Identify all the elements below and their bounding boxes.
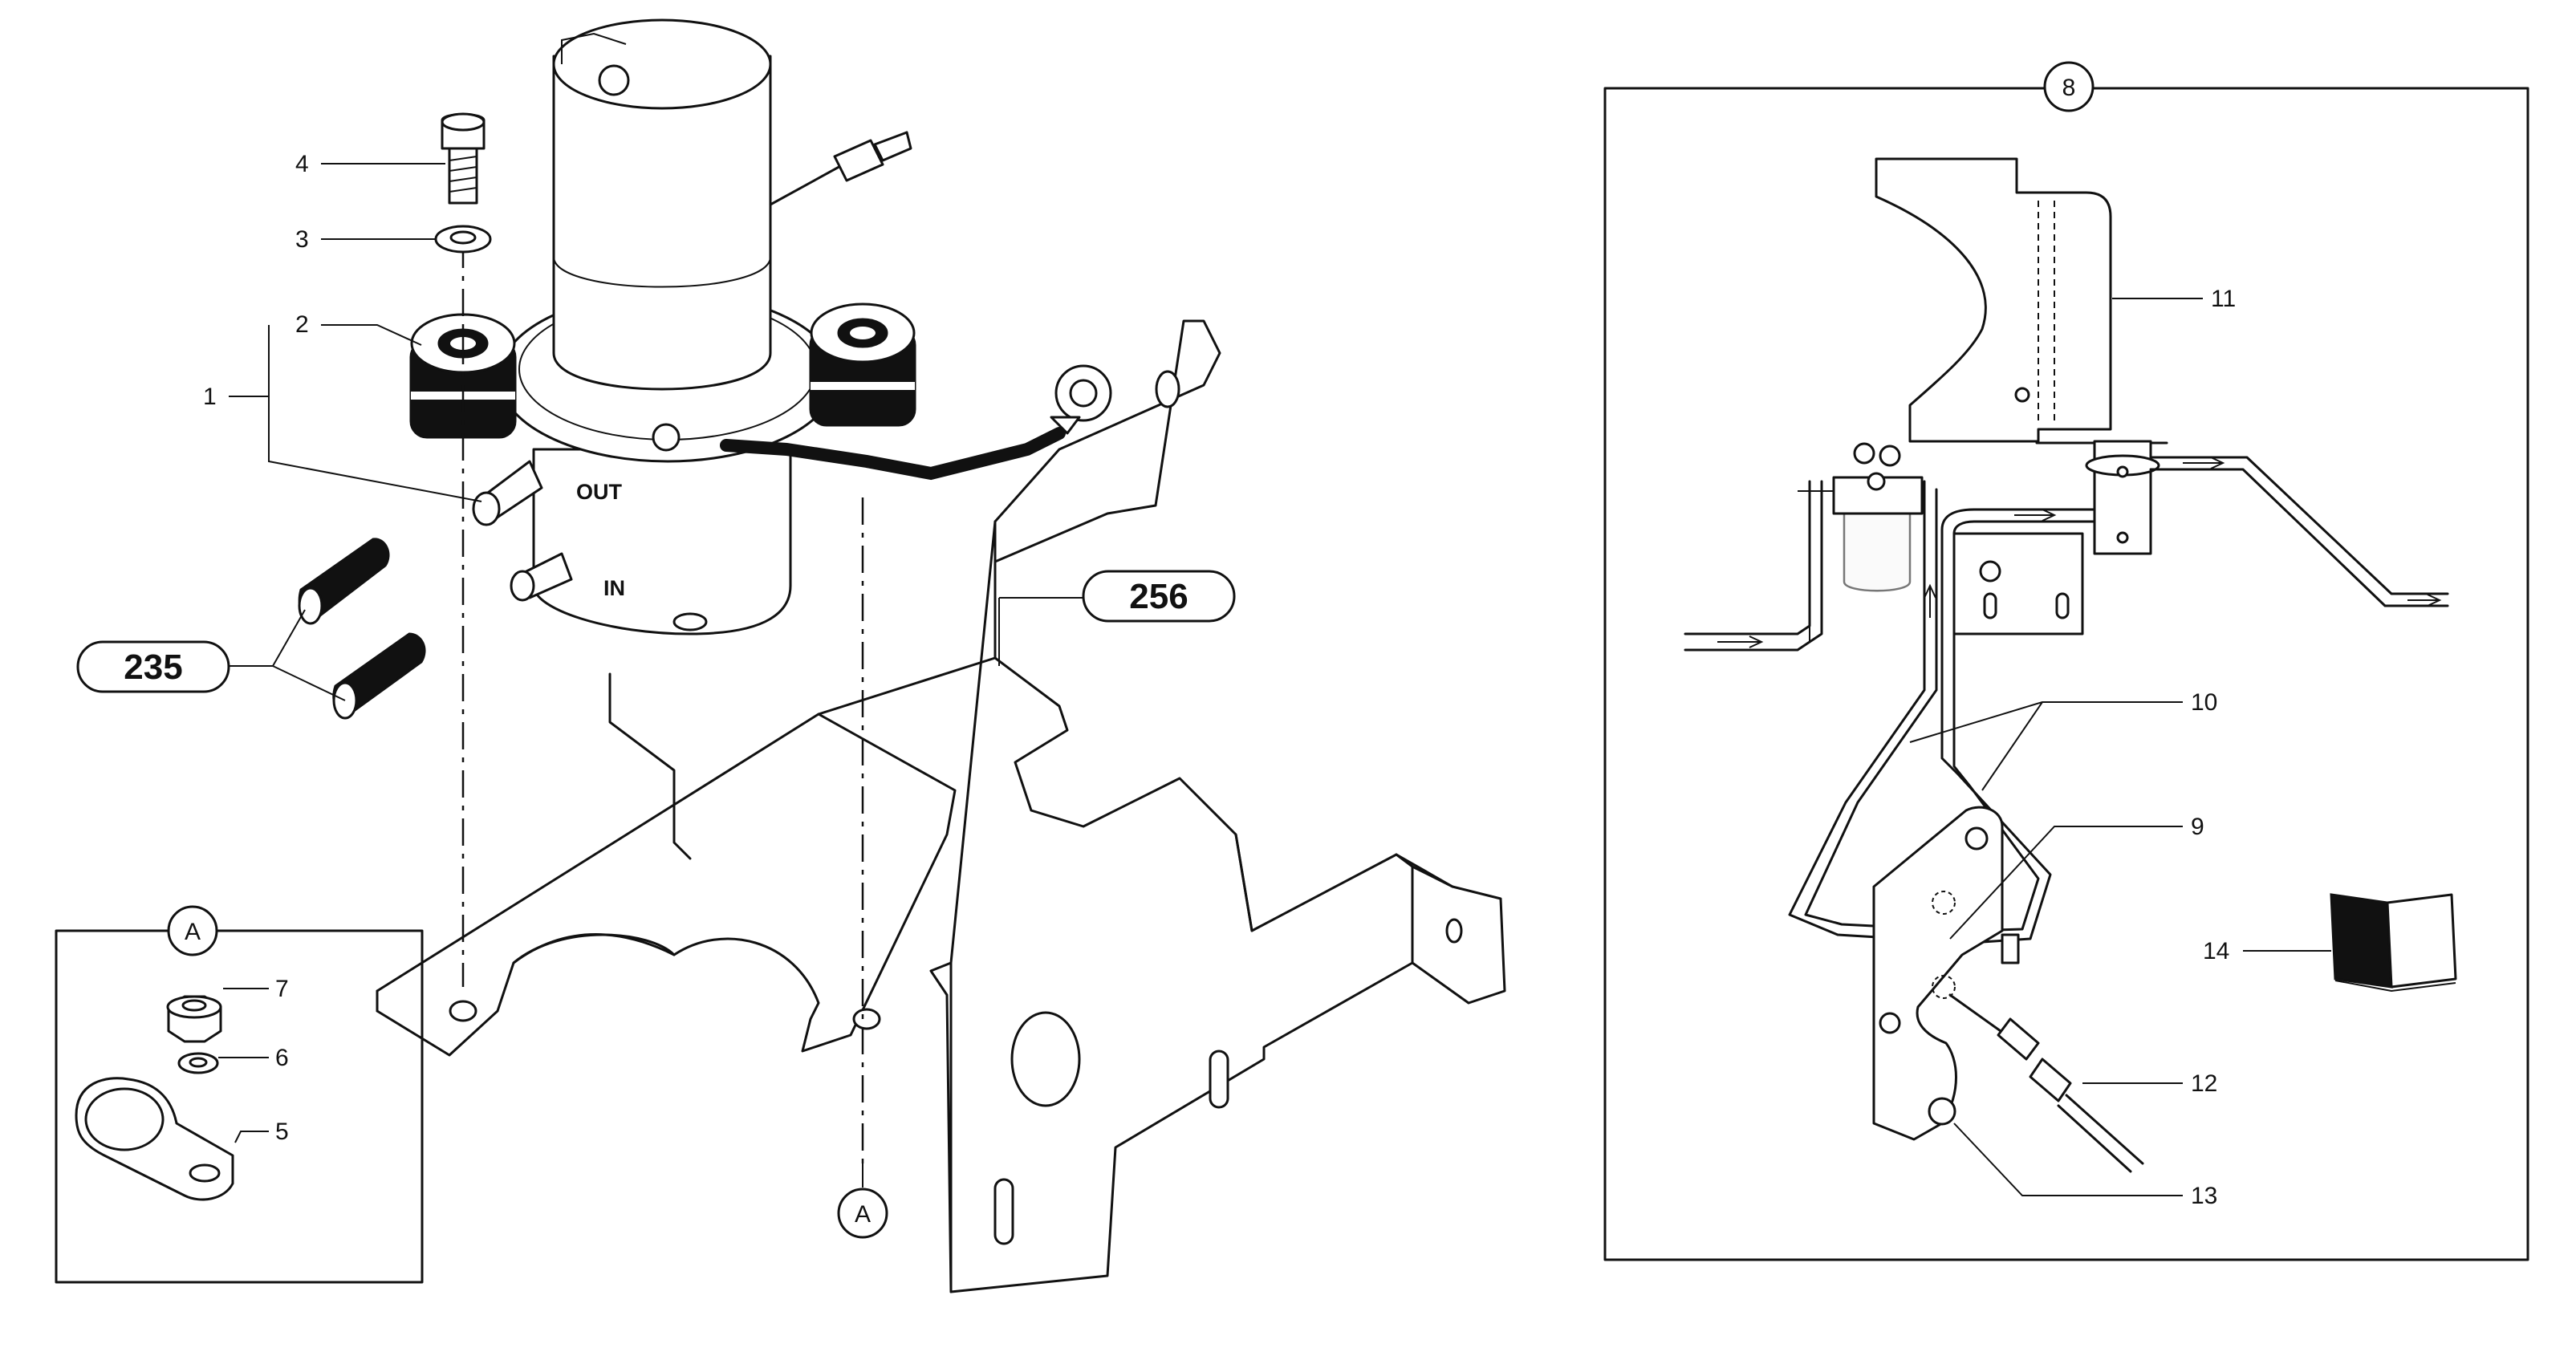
detail-a-inset: A 7 6 5 <box>55 905 424 1284</box>
fuel-sensor-connector <box>1948 993 2144 1173</box>
p-clip <box>75 1077 234 1201</box>
flat-washer <box>434 225 492 254</box>
callout-4: 4 <box>295 151 309 177</box>
assembly-center-lines <box>461 241 864 1163</box>
svg-text:A: A <box>185 919 201 945</box>
svg-text:8: 8 <box>2062 75 2076 101</box>
callout-7: 7 <box>275 976 289 1002</box>
svg-text:235: 235 <box>124 648 182 687</box>
lower-bracket <box>1872 806 2020 1141</box>
callout-12: 12 <box>2191 1070 2217 1097</box>
hex-nut <box>166 995 222 1043</box>
fuel-filter <box>1798 442 1924 642</box>
svg-text:A: A <box>855 1201 871 1228</box>
callout-6: 6 <box>275 1045 289 1071</box>
mounting-bracket <box>376 319 1506 1293</box>
leader-lines <box>229 163 1083 1188</box>
mid-bracket <box>1952 532 2084 635</box>
callout-1: 1 <box>203 384 217 410</box>
view8-pump <box>2085 440 2160 555</box>
manual-book <box>2330 893 2457 993</box>
hex-bolt <box>441 112 486 205</box>
callout-14: 14 <box>2203 938 2229 964</box>
svg-text:256: 256 <box>1129 577 1188 616</box>
callout-3: 3 <box>295 226 309 253</box>
callout-2: 2 <box>295 311 309 338</box>
callout-11: 11 <box>2211 286 2236 312</box>
view-8-panel: 8 <box>1603 61 2529 1261</box>
hose-sleeves <box>272 538 426 720</box>
out-port-label: OUT <box>576 480 623 504</box>
reference-256: 256 <box>1082 570 1236 623</box>
rubber-mount-right <box>809 302 916 427</box>
reference-235: 235 <box>76 640 230 693</box>
fuel-lines <box>1684 456 2449 944</box>
callout-9: 9 <box>2191 814 2204 840</box>
lock-washer <box>177 1052 219 1074</box>
detail-a-pointer: A <box>837 1188 888 1239</box>
callout-5: 5 <box>275 1119 289 1145</box>
in-port-label: IN <box>603 576 625 600</box>
upper-bracket <box>1875 157 2168 445</box>
callout-10: 10 <box>2191 689 2217 716</box>
fuel-pump: OUT IN <box>409 18 1112 860</box>
callout-13: 13 <box>2191 1183 2217 1209</box>
